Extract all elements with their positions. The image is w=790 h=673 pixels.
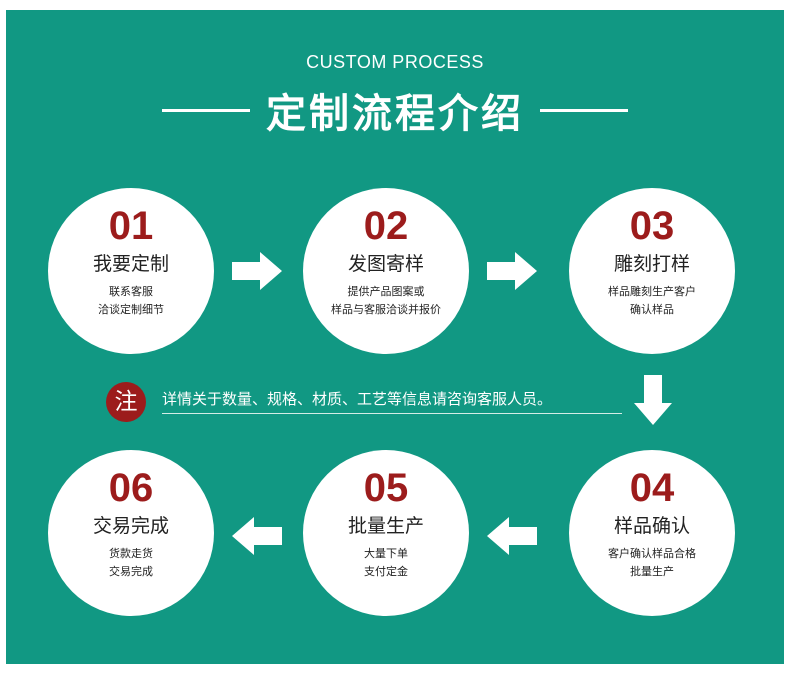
step-description: 客户确认样品合格 批量生产 xyxy=(569,545,735,581)
step-description-line: 联系客服 xyxy=(109,285,153,298)
step-number: 04 xyxy=(629,466,675,510)
step-description: 联系客服 洽谈定制细节 xyxy=(48,283,214,319)
step-title: 雕刻打样 xyxy=(613,253,690,275)
step-description: 货款走货 交易完成 xyxy=(48,545,214,581)
step-02: 02 发图寄样 提供产品图案或 样品与客服洽谈并报价 xyxy=(303,188,469,354)
step-03: 03 雕刻打样 样品雕刻生产客户 确认样品 xyxy=(569,188,735,354)
step-description-line: 支付定金 xyxy=(364,565,408,578)
note-text: 详情关于数量、规格、材质、工艺等信息请咨询客服人员。 xyxy=(162,390,553,408)
step-title: 批量生产 xyxy=(347,515,424,537)
title-divider-left xyxy=(162,108,250,112)
step-number: 03 xyxy=(629,204,675,248)
step-number: 06 xyxy=(108,466,154,510)
arrow-left-icon xyxy=(487,517,537,555)
arrow-down-icon xyxy=(634,375,672,425)
step-title: 交易完成 xyxy=(92,515,169,537)
page-title: 定制流程介绍 xyxy=(266,91,524,137)
step-description: 提供产品图案或 样品与客服洽谈并报价 xyxy=(303,283,469,319)
step-01: 01 我要定制 联系客服 洽谈定制细节 xyxy=(48,188,214,354)
step-06: 06 交易完成 货款走货 交易完成 xyxy=(48,450,214,616)
note-underline xyxy=(162,413,622,414)
step-description-line: 大量下单 xyxy=(364,547,408,560)
step-description-line: 提供产品图案或 xyxy=(347,285,425,298)
step-number: 05 xyxy=(363,466,409,510)
step-04: 04 样品确认 客户确认样品合格 批量生产 xyxy=(569,450,735,616)
step-description-line: 交易完成 xyxy=(109,565,153,578)
step-number: 01 xyxy=(108,204,154,248)
arrow-left-icon xyxy=(232,517,282,555)
step-description-line: 客户确认样品合格 xyxy=(608,547,696,560)
step-title: 发图寄样 xyxy=(347,253,424,275)
step-description: 大量下单 支付定金 xyxy=(303,545,469,581)
step-description-line: 样品与客服洽谈并报价 xyxy=(331,303,441,316)
step-description-line: 货款走货 xyxy=(109,547,153,560)
section-subtitle: CUSTOM PROCESS xyxy=(306,52,484,72)
step-number: 02 xyxy=(363,204,409,248)
arrow-right-icon xyxy=(232,252,282,290)
arrow-right-icon xyxy=(487,252,537,290)
title-divider-right xyxy=(540,108,628,112)
step-05: 05 批量生产 大量下单 支付定金 xyxy=(303,450,469,616)
step-description-line: 确认样品 xyxy=(630,303,674,316)
note-badge: 注 xyxy=(106,382,146,422)
step-title: 样品确认 xyxy=(613,515,690,537)
title-row: 定制流程介绍 xyxy=(0,84,790,137)
step-title: 我要定制 xyxy=(92,253,169,275)
step-description-line: 批量生产 xyxy=(630,565,674,578)
step-description-line: 样品雕刻生产客户 xyxy=(608,285,696,298)
step-description: 样品雕刻生产客户 确认样品 xyxy=(569,283,735,319)
step-description-line: 洽谈定制细节 xyxy=(98,303,164,316)
